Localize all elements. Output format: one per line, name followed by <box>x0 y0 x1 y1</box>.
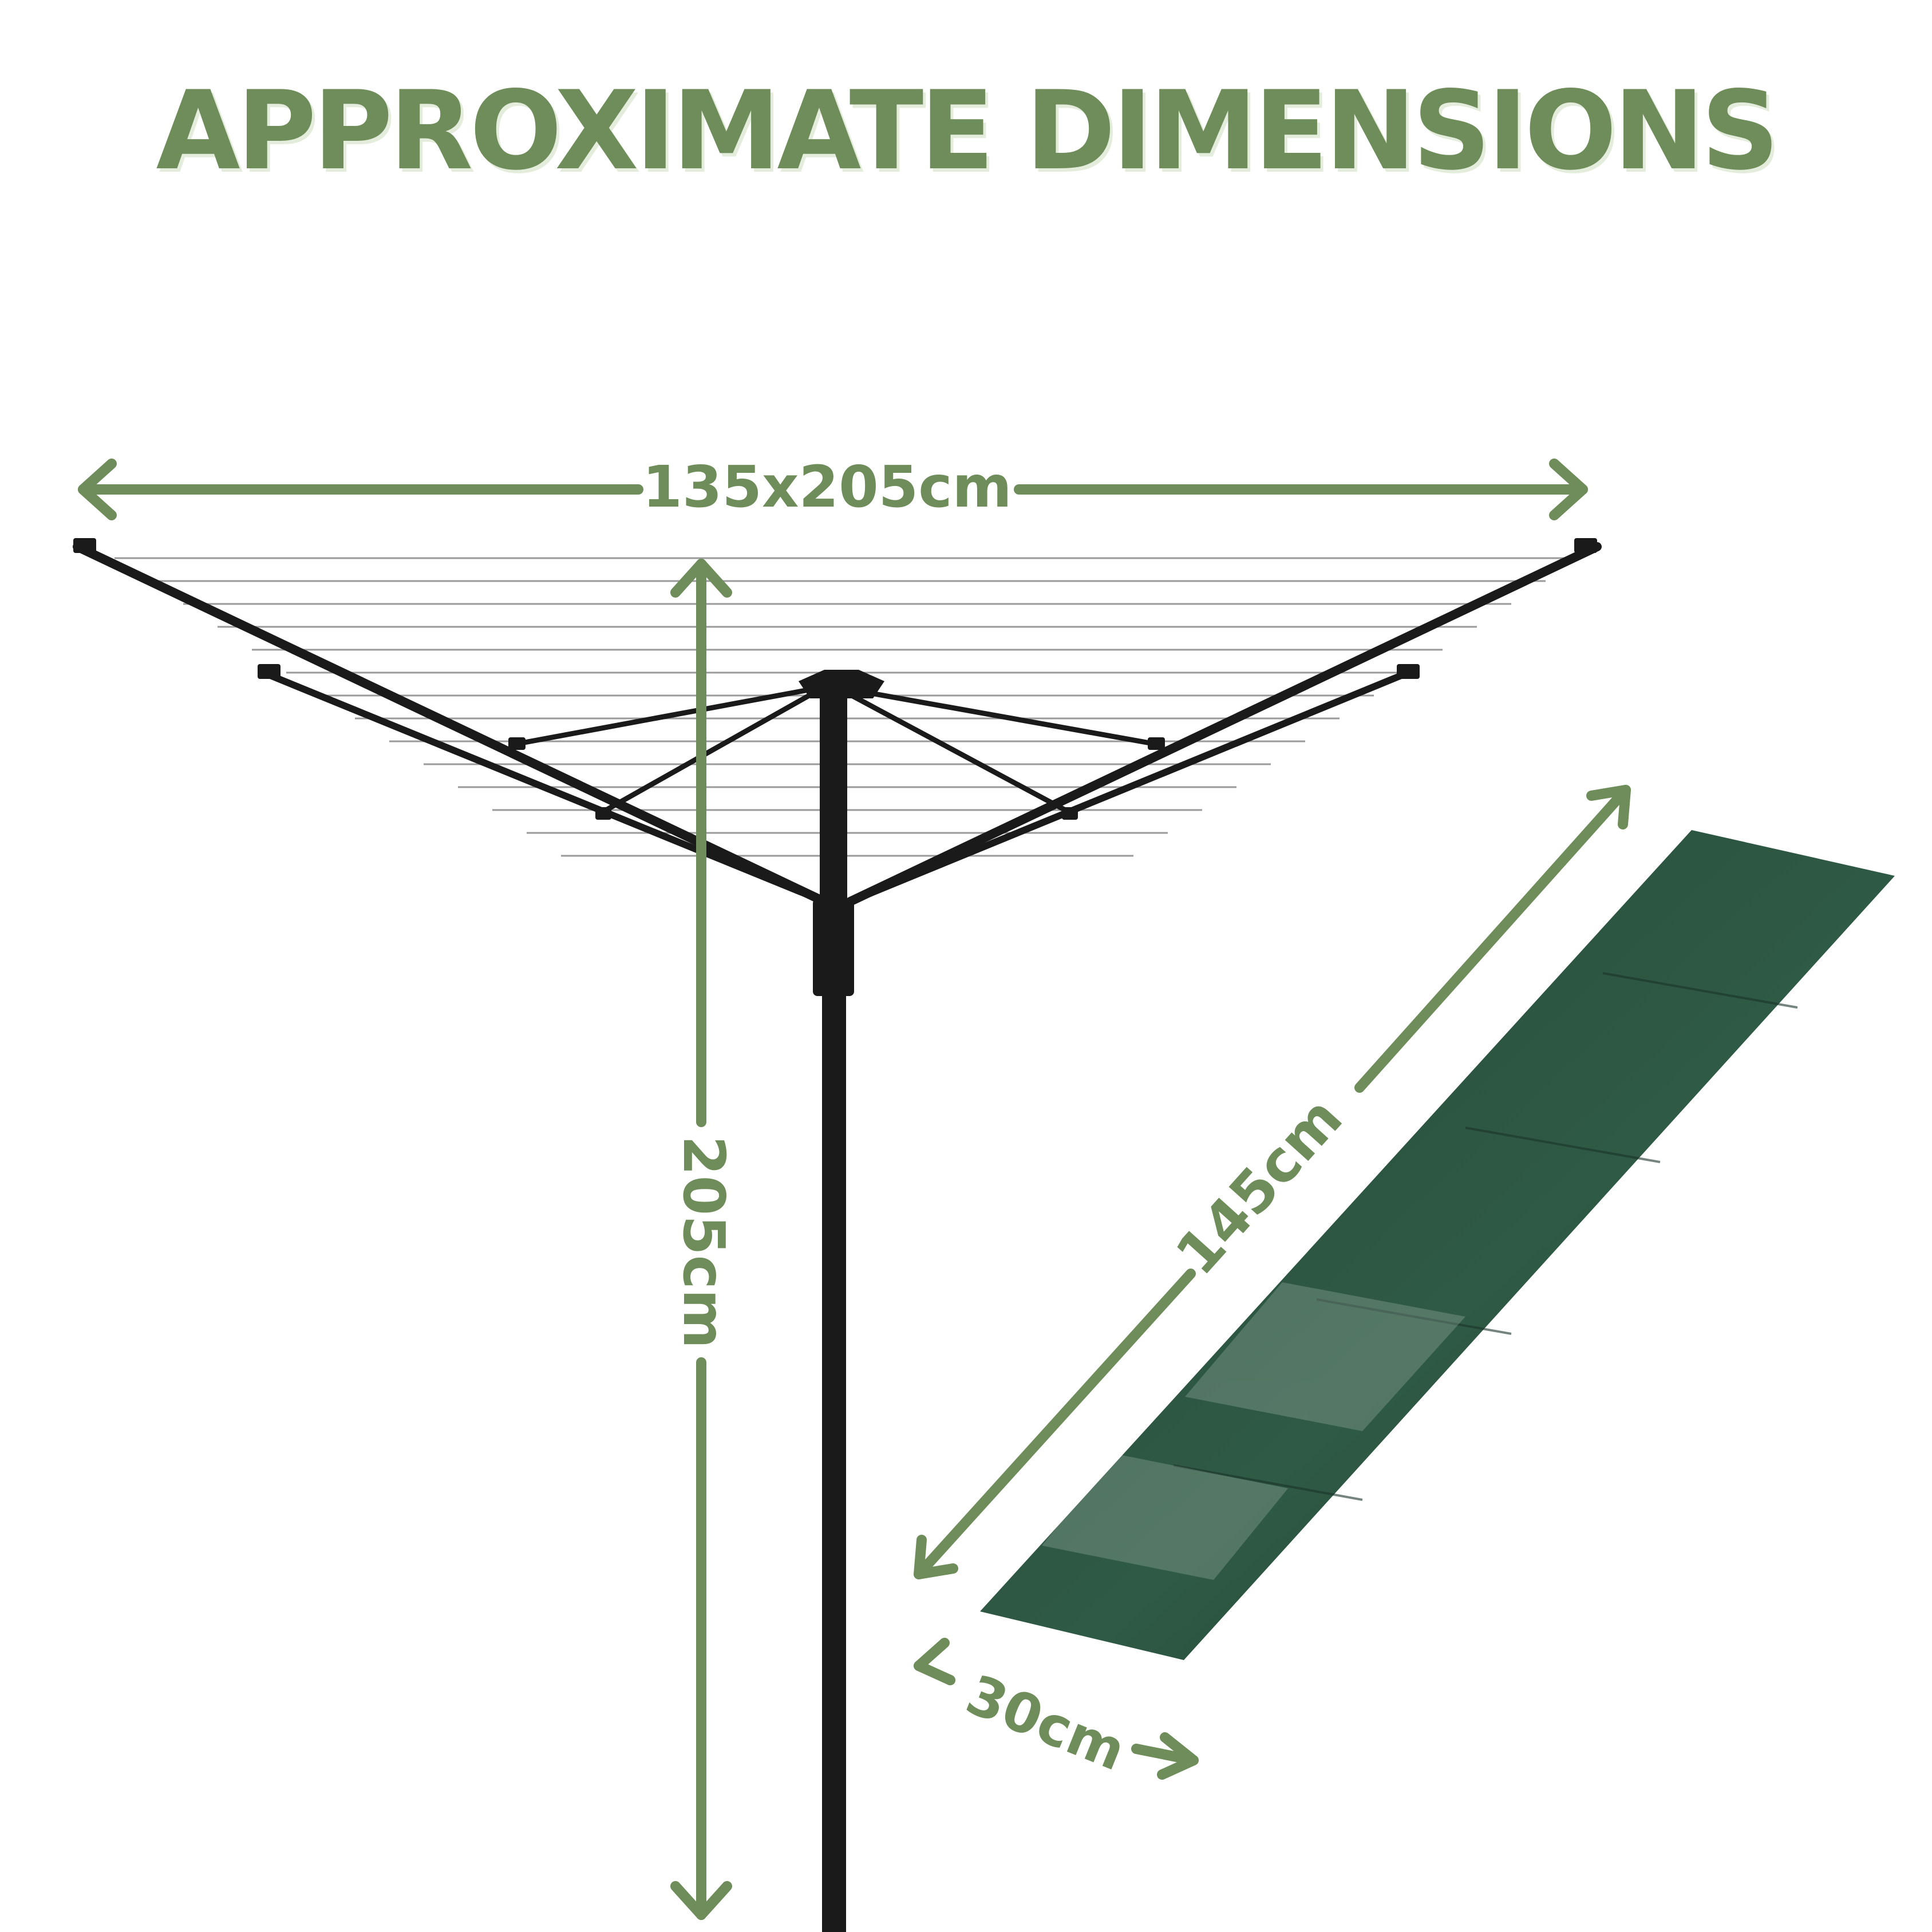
dryer-frame <box>73 542 1602 906</box>
storage-cover <box>980 830 1895 1660</box>
height-dimension-label: 205cm <box>670 1136 737 1349</box>
spread-dimension-label: 135x205cm <box>642 453 1012 520</box>
dimension-arrows <box>78 459 1631 1920</box>
dryer-joints <box>73 538 1597 1932</box>
page-title: APPROXIMATE DIMENSIONS <box>156 68 1780 194</box>
cover-width-dimension-label: 30cm <box>958 1663 1134 1783</box>
